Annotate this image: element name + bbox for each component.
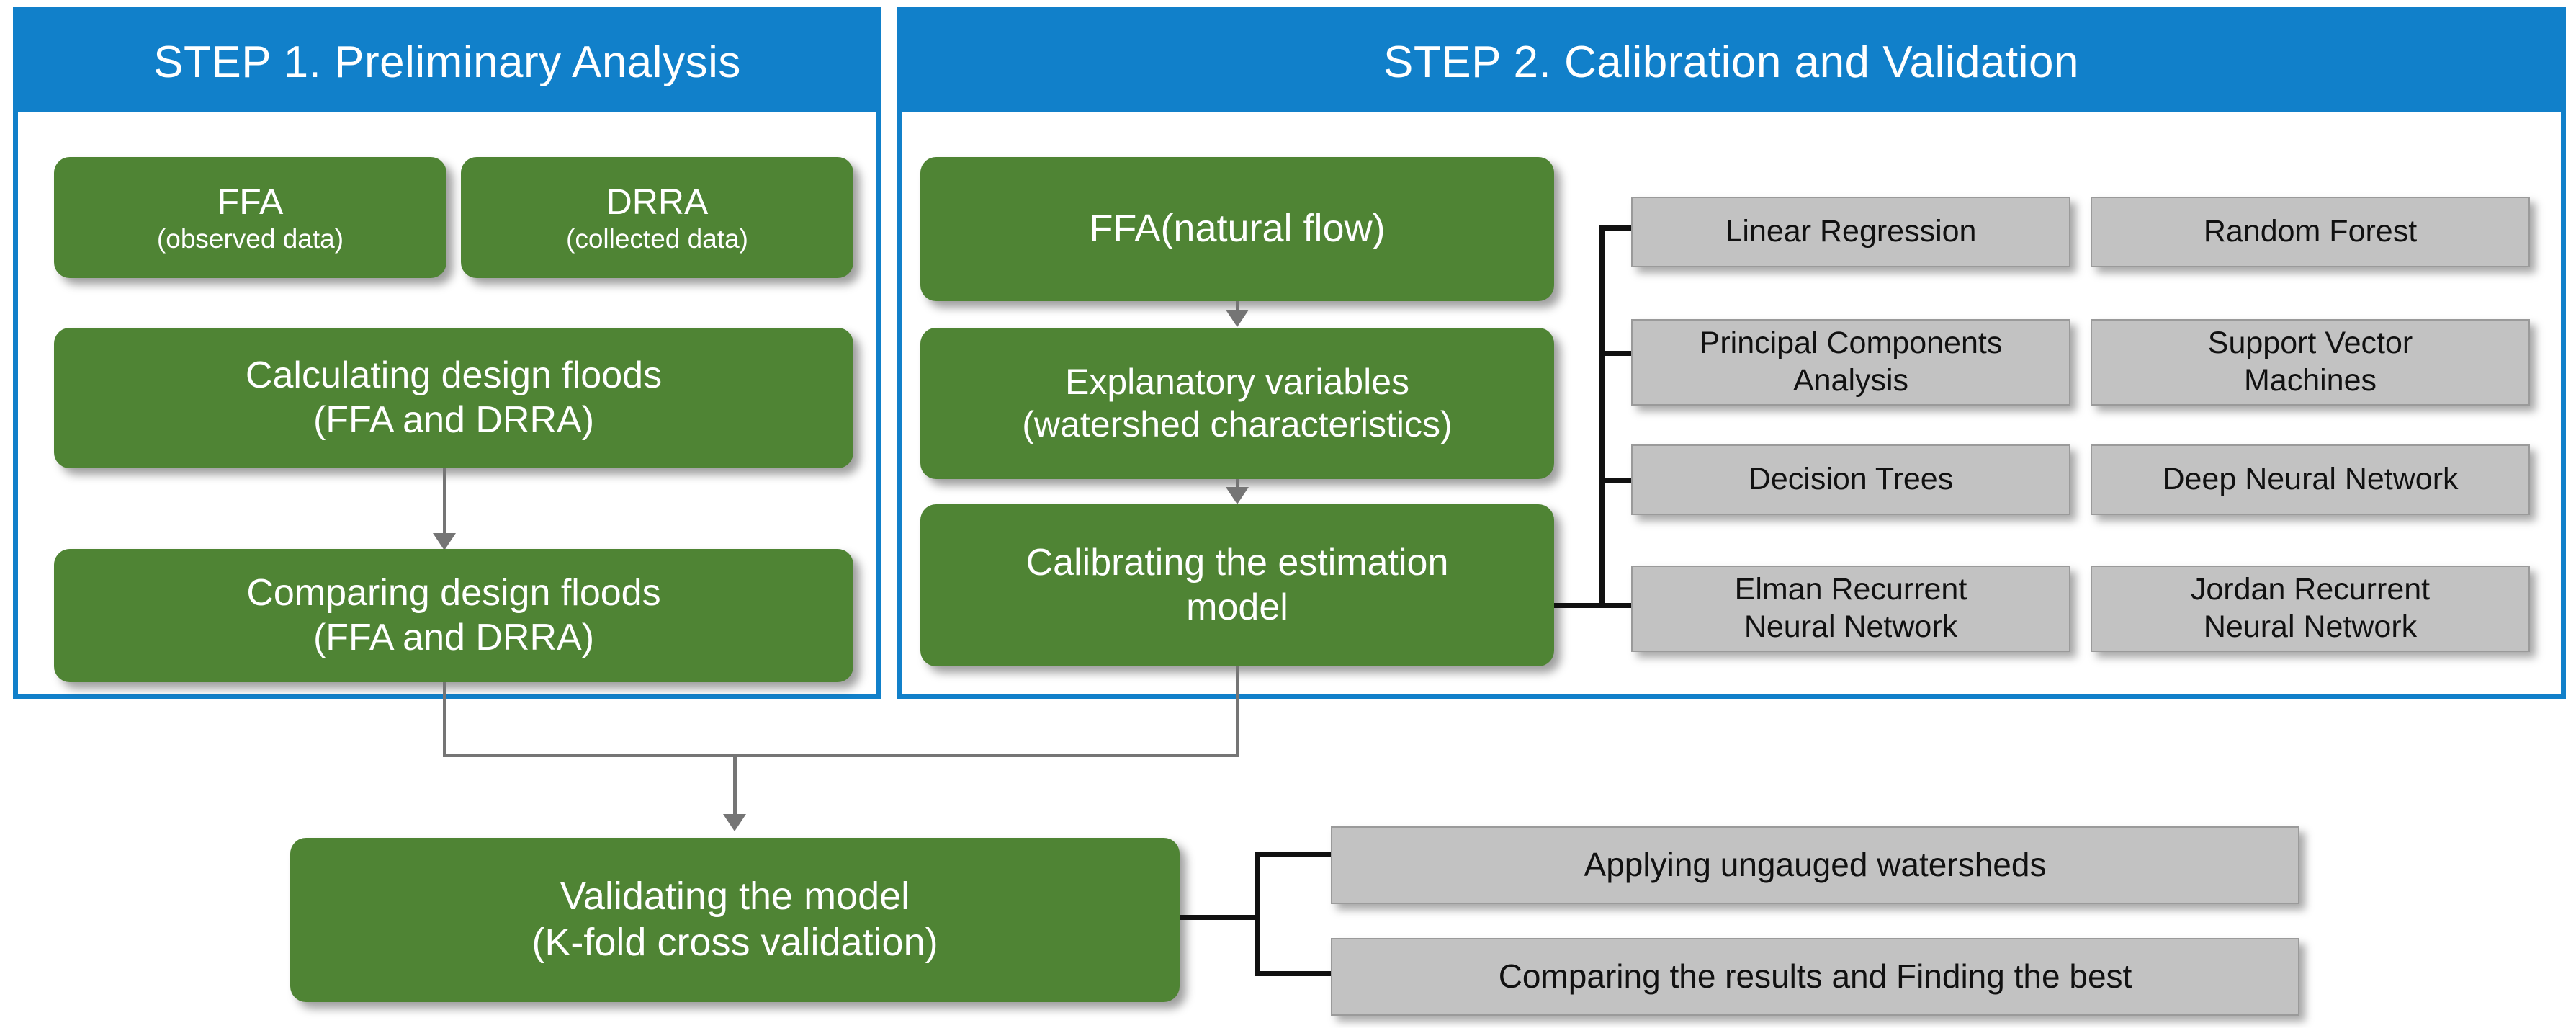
step1-box-drra-line1: DRRA — [606, 181, 709, 222]
step2-box-explanatory-line2: (watershed characteristics) — [1022, 404, 1453, 444]
merge-line-down — [733, 754, 737, 823]
method-box-random-forest[interactable]: Random Forest — [2091, 197, 2530, 267]
methods-tree-branch-1 — [1599, 225, 1633, 231]
step1-header-label: STEP 1. Preliminary Analysis — [153, 37, 741, 87]
step1-box-calculating-design-floods[interactable]: Calculating design floods (FFA and DRRA) — [54, 328, 853, 468]
step2-box-ffa-natural-flow-line1: FFA(natural flow) — [1089, 207, 1386, 251]
step1-box-drra-line2: (collected data) — [566, 223, 748, 254]
merge-line-horizontal — [443, 754, 1239, 757]
methods-tree-stem — [1554, 603, 1605, 608]
step2-arrow1-line — [1236, 301, 1239, 316]
method-box-decision-trees-line1: Decision Trees — [1748, 462, 1954, 497]
outcome-tree-stem — [1180, 915, 1257, 920]
step2-box-explanatory-variables[interactable]: Explanatory variables (watershed charact… — [920, 328, 1554, 479]
methods-tree-trunk — [1599, 225, 1605, 608]
step1-box-comparing-line1: Comparing design floods — [246, 572, 661, 614]
method-box-jordan-recurrent-neural-network[interactable]: Jordan Recurrent Neural Network — [2091, 566, 2530, 652]
step2-box-calibrating-line1: Calibrating the estimation — [1026, 542, 1449, 584]
method-box-linear-regression[interactable]: Linear Regression — [1631, 197, 2070, 267]
validating-model-box[interactable]: Validating the model (K-fold cross valid… — [290, 838, 1180, 1002]
step1-header: STEP 1. Preliminary Analysis — [18, 12, 876, 112]
step1-arrow-line — [443, 468, 446, 537]
method-box-pca-line1: Principal Components — [1699, 326, 2003, 361]
step1-box-comparing-design-floods[interactable]: Comparing design floods (FFA and DRRA) — [54, 549, 853, 682]
outcome-tree-branch-1 — [1255, 852, 1334, 857]
method-box-linear-regression-line1: Linear Regression — [1725, 214, 1977, 249]
method-box-dnn-line1: Deep Neural Network — [2162, 462, 2459, 497]
outcome-box-applying-line1: Applying ungauged watersheds — [1584, 846, 2047, 884]
methods-tree-branch-2 — [1599, 351, 1633, 356]
methods-tree-branch-3 — [1599, 478, 1633, 483]
step1-box-ffa-line1: FFA — [217, 181, 284, 222]
merge-arrow-head — [723, 814, 746, 831]
outcome-box-comparing-results[interactable]: Comparing the results and Finding the be… — [1331, 938, 2299, 1016]
method-box-decision-trees[interactable]: Decision Trees — [1631, 444, 2070, 515]
outcome-box-comparing-line1: Comparing the results and Finding the be… — [1498, 957, 2132, 996]
step2-header-label: STEP 2. Calibration and Validation — [1383, 37, 2079, 87]
method-box-elman-line2: Neural Network — [1743, 609, 1958, 644]
step1-box-calculating-line1: Calculating design floods — [245, 354, 663, 397]
method-box-elman-recurrent-neural-network[interactable]: Elman Recurrent Neural Network — [1631, 566, 2070, 652]
step2-box-calibrating-line2: model — [1186, 586, 1288, 628]
method-box-svm-line1: Support Vector — [2207, 326, 2413, 361]
method-box-random-forest-line1: Random Forest — [2203, 214, 2418, 249]
method-box-pca-line2: Analysis — [1792, 363, 1909, 398]
method-box-principal-components-analysis[interactable]: Principal Components Analysis — [1631, 319, 2070, 406]
step2-box-calibrating-model[interactable]: Calibrating the estimation model — [920, 504, 1554, 666]
step2-arrow2-line — [1236, 479, 1239, 493]
merge-line-right — [1236, 666, 1239, 756]
step1-box-calculating-line2: (FFA and DRRA) — [313, 398, 595, 441]
step2-arrow2-head — [1226, 487, 1249, 504]
step1-box-comparing-line2: (FFA and DRRA) — [313, 616, 595, 658]
method-box-jordan-line1: Jordan Recurrent — [2190, 572, 2431, 607]
step2-arrow1-head — [1226, 310, 1249, 327]
outcome-tree-branch-2 — [1255, 971, 1334, 976]
step2-header: STEP 2. Calibration and Validation — [902, 12, 2561, 112]
method-box-elman-line1: Elman Recurrent — [1734, 572, 1967, 607]
method-box-deep-neural-network[interactable]: Deep Neural Network — [2091, 444, 2530, 515]
method-box-svm-line2: Machines — [2243, 363, 2377, 398]
step1-box-drra[interactable]: DRRA (collected data) — [461, 157, 853, 278]
methods-tree-branch-4 — [1599, 603, 1633, 608]
merge-line-left — [443, 682, 446, 756]
outcome-box-applying-ungauged-watersheds[interactable]: Applying ungauged watersheds — [1331, 826, 2299, 904]
step2-box-explanatory-line1: Explanatory variables — [1064, 362, 1410, 402]
step2-box-ffa-natural-flow[interactable]: FFA(natural flow) — [920, 157, 1554, 301]
validating-model-line1: Validating the model — [560, 875, 910, 919]
method-box-support-vector-machines[interactable]: Support Vector Machines — [2091, 319, 2530, 406]
method-box-jordan-line2: Neural Network — [2203, 609, 2418, 644]
outcome-tree-trunk — [1255, 852, 1260, 976]
step1-arrow-head — [433, 533, 456, 550]
step1-box-ffa-line2: (observed data) — [156, 223, 344, 254]
validating-model-line2: (K-fold cross validation) — [531, 921, 938, 964]
step1-box-ffa[interactable]: FFA (observed data) — [54, 157, 446, 278]
